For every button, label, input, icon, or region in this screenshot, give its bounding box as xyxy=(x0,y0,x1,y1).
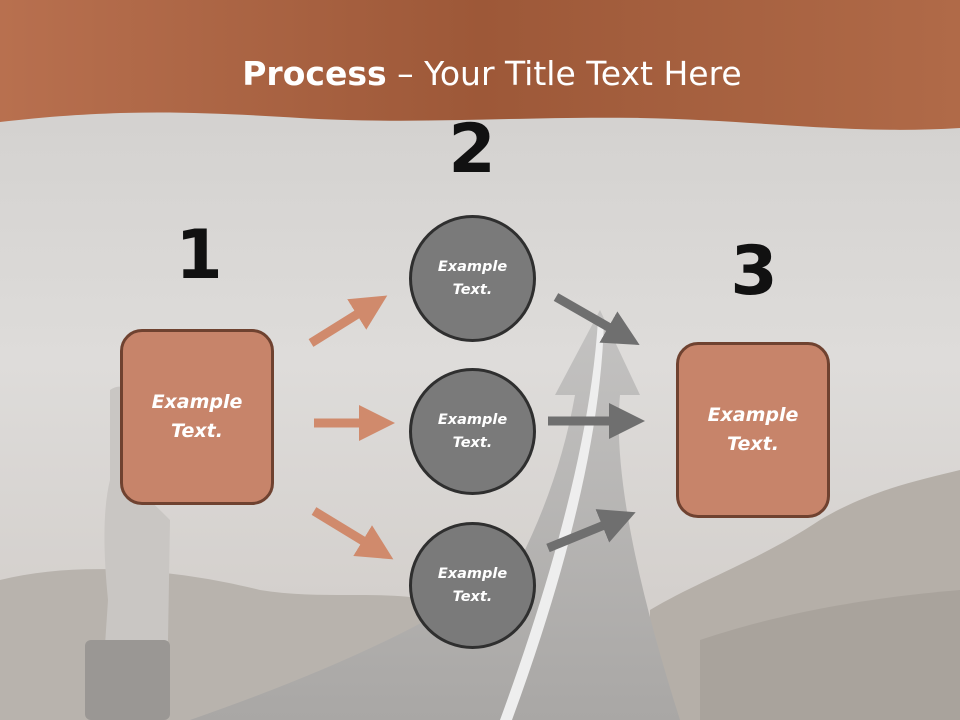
step-number-2: 2 xyxy=(448,110,496,189)
step-2-node-bottom: Example Text. xyxy=(409,522,536,649)
slide-title: Process – Your Title Text Here xyxy=(0,54,960,93)
title-bold-part: Process xyxy=(242,54,387,93)
arrow-to-top-node xyxy=(308,295,388,347)
step-2-node-top: Example Text. xyxy=(409,215,536,342)
arrow-to-bottom-node xyxy=(311,507,394,560)
step-2-node-middle: Example Text. xyxy=(409,368,536,495)
step-1-box: Example Text. xyxy=(120,329,274,505)
node-bottom-label: Example Text. xyxy=(437,565,508,605)
step-number-1: 1 xyxy=(175,216,223,295)
step-3-box: Example Text. xyxy=(676,342,830,518)
step-1-label: Example Text. xyxy=(151,391,243,442)
step-number-3: 3 xyxy=(730,232,778,311)
node-middle-label: Example Text. xyxy=(437,411,508,451)
arrow-bottom-to-step-3 xyxy=(546,509,636,553)
node-top-label: Example Text. xyxy=(437,258,508,298)
title-rest-part: – Your Title Text Here xyxy=(386,54,742,93)
step-3-label: Example Text. xyxy=(707,404,799,455)
arrow-top-to-step-3 xyxy=(553,293,640,345)
